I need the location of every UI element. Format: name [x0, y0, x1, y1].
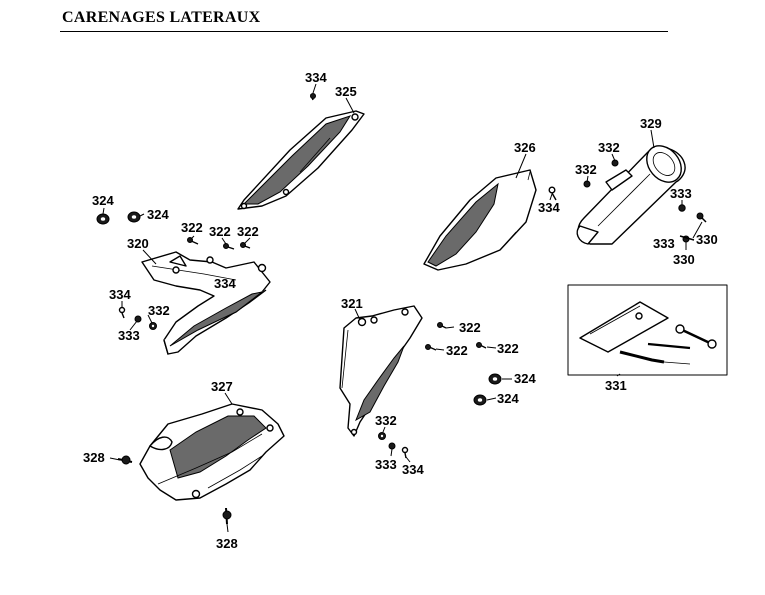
callout-labels: 334 325 326 332 329 332 334 333 333 330 …	[83, 70, 718, 551]
callout-324: 324	[147, 207, 169, 222]
callout-330: 330	[696, 232, 718, 247]
callout-332: 332	[148, 303, 170, 318]
callout-331: 331	[605, 378, 627, 393]
callout-334: 334	[538, 200, 560, 215]
callout-334: 334	[214, 276, 236, 291]
callout-322: 322	[459, 320, 481, 335]
callout-322: 322	[497, 341, 519, 356]
hardware-fasteners	[96, 93, 707, 525]
callout-327: 327	[211, 379, 233, 394]
callout-326: 326	[514, 140, 536, 155]
part-321-right-side-fairing	[339, 305, 423, 437]
callout-333: 333	[118, 328, 140, 343]
callout-332: 332	[598, 140, 620, 155]
page-title: CARENAGES LATERAUX	[62, 9, 261, 26]
callout-334: 334	[109, 287, 131, 302]
callout-324: 324	[514, 371, 536, 386]
part-325-upper-side-cover	[237, 110, 365, 210]
callout-322: 322	[209, 224, 231, 239]
part-326-side-panel	[423, 169, 537, 271]
callout-333: 333	[375, 457, 397, 472]
leader-lines	[102, 83, 703, 533]
callout-320: 320	[127, 236, 149, 251]
callout-329: 329	[640, 116, 662, 131]
callout-328: 328	[83, 450, 105, 465]
part-327-belly-pan	[139, 403, 285, 501]
callout-334: 334	[402, 462, 424, 477]
callout-321: 321	[341, 296, 363, 311]
title-underline	[60, 31, 668, 32]
callout-322: 322	[181, 220, 203, 235]
callout-332: 332	[375, 413, 397, 428]
callout-322: 322	[446, 343, 468, 358]
callout-334: 334	[305, 70, 327, 85]
part-331-tool-kit	[567, 284, 728, 376]
callout-332: 332	[575, 162, 597, 177]
callout-328: 328	[216, 536, 238, 551]
callout-333: 333	[670, 186, 692, 201]
callout-333: 333	[653, 236, 675, 251]
callout-324: 324	[497, 391, 519, 406]
part-329-tool-tube	[576, 145, 686, 245]
callout-325: 325	[335, 84, 357, 99]
callout-322: 322	[237, 224, 259, 239]
callout-324: 324	[92, 193, 114, 208]
callout-330: 330	[673, 252, 695, 267]
part-320-left-side-fairing	[141, 251, 271, 355]
